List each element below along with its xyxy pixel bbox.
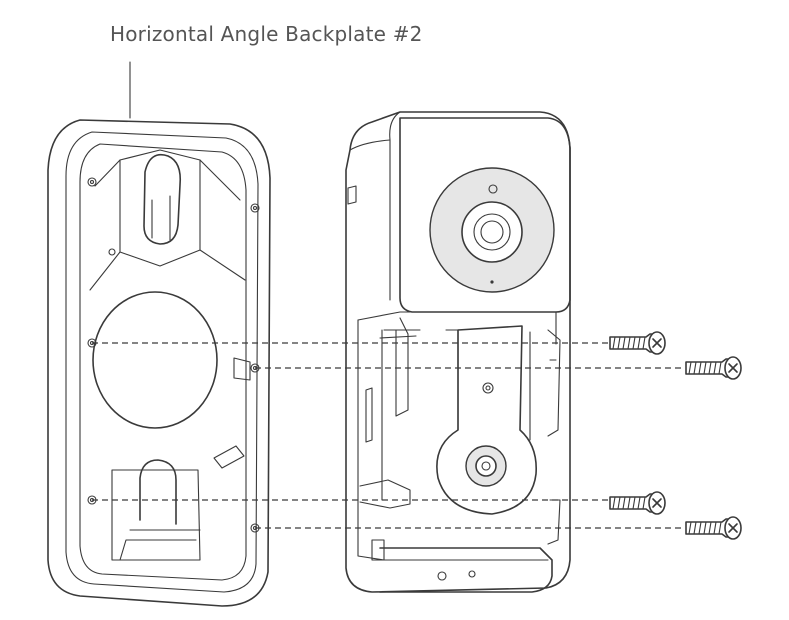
camera-device-icon (345, 111, 571, 593)
screw-icon (685, 516, 742, 540)
screw-icon (609, 331, 666, 355)
backplate-icon (47, 119, 271, 607)
alignment-lines (92, 342, 682, 529)
screw-icon (685, 356, 742, 380)
screw-icon (609, 491, 666, 515)
backplate-caption: Horizontal Angle Backplate #2 (110, 22, 423, 46)
